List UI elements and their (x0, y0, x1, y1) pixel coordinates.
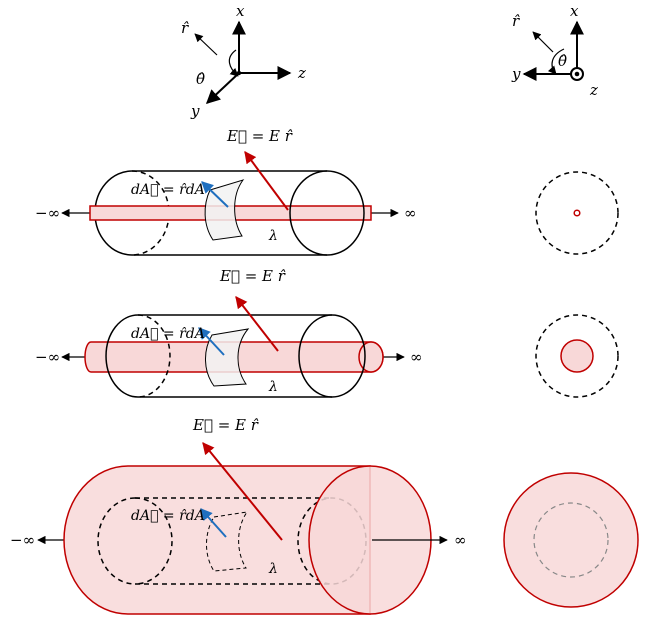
surface-patch-3 (206, 511, 249, 572)
x-axis-label-2d: x (570, 2, 579, 20)
pos-infinity-label-1: ∞ (404, 204, 417, 222)
field-equation-1: E⃗ = E r̂ (226, 127, 293, 145)
theta-hat-arrow (228, 49, 239, 77)
r-hat-arrow-2d (532, 31, 554, 53)
charge-disk-3 (503, 472, 639, 608)
lambda-label-3: λ (268, 561, 278, 577)
line-charge-dot-1 (573, 209, 581, 217)
charge-cylinder-end-2 (358, 341, 384, 373)
cylinder-back-left-arc-2 (137, 314, 171, 398)
row-1-line-charge: E⃗ = E r̂ −∞ ∞ dA⃗ = r̂dA λ (35, 127, 417, 256)
lambda-label-2: λ (268, 379, 278, 395)
gaussian-front-left-arc-3 (97, 497, 136, 585)
area-vector-arrow-2 (198, 327, 225, 356)
area-vector-arrow-3 (200, 508, 227, 538)
cylinder-right-cap-1 (289, 170, 365, 256)
gaussian-circle-1 (535, 171, 619, 255)
pos-infinity-label-3: ∞ (454, 531, 467, 549)
axes-3d: x z y r̂ θ̂ (181, 2, 306, 120)
gaussian-circle-3 (533, 502, 609, 578)
theta-hat-label: θ̂ (196, 70, 205, 88)
field-arrow-1 (244, 151, 289, 211)
row-2-small-cylinder: E⃗ = E r̂ −∞ ∞ dA⃗ = r̂dA λ (35, 267, 423, 398)
z-axis-label: z (297, 64, 306, 82)
theta-hat-label-2d: θ̂ (558, 52, 567, 70)
area-equation-2: dA⃗ = r̂dA (131, 326, 205, 342)
theta-hat-arrow-2d (547, 48, 565, 75)
area-vector-arrow-1 (201, 181, 229, 208)
field-equation-3: E⃗ = E r̂ (192, 416, 259, 434)
y-axis-arrow (205, 72, 240, 104)
cross-section-3 (503, 472, 639, 608)
r-hat-arrow (194, 33, 218, 56)
neg-infinity-label-3: −∞ (10, 531, 35, 549)
field-equation-2: E⃗ = E r̂ (219, 267, 286, 285)
gaussian-circle-2 (535, 314, 619, 398)
lambda-label-1: λ (268, 228, 278, 244)
row-3-large-cylinder: E⃗ = E r̂ −∞ ∞ dA⃗ = r̂dA λ (10, 416, 467, 615)
neg-infinity-label-1: −∞ (35, 204, 60, 222)
gaussian-back-left-arc-3 (134, 497, 173, 585)
pos-infinity-label-2: ∞ (410, 348, 423, 366)
y-axis-label-2d: y (511, 65, 521, 83)
cylinder-right-cap-2 (298, 314, 366, 398)
x-axis-label: x (236, 2, 245, 20)
axes-2d: x y z r̂ θ̂ (511, 2, 598, 99)
field-arrow-2 (235, 296, 279, 352)
z-out-of-page-dot (574, 71, 580, 77)
r-hat-label-2d: r̂ (512, 12, 520, 30)
cross-section-2 (535, 314, 619, 398)
area-equation-1: dA⃗ = r̂dA (131, 182, 205, 198)
origin-dot (236, 70, 242, 76)
z-axis-label-2d: z (589, 81, 598, 99)
charge-cylinder-body-3 (63, 465, 371, 615)
neg-infinity-label-2: −∞ (35, 348, 60, 366)
y-axis-label: y (190, 102, 200, 120)
r-hat-label: r̂ (181, 19, 189, 37)
charge-disk-2 (560, 339, 594, 373)
area-equation-3: dA⃗ = r̂dA (131, 508, 205, 524)
cylinder-front-left-arc-2 (105, 314, 139, 398)
surface-patch-2 (205, 328, 250, 387)
field-arrow-3 (202, 442, 283, 541)
cross-section-1 (535, 171, 619, 255)
